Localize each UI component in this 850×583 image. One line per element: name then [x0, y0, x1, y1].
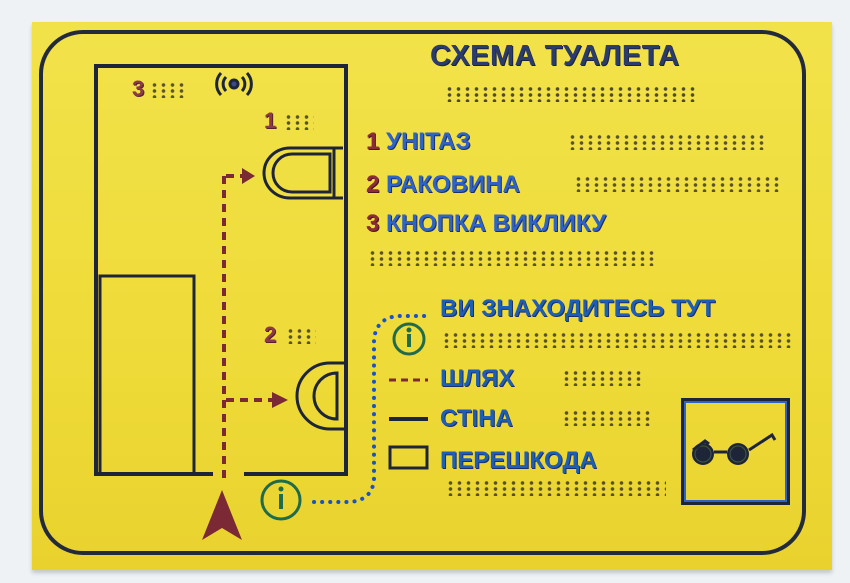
braille-title [445, 86, 695, 102]
toilet-icon [262, 146, 343, 200]
toilet-number: 1 [264, 108, 277, 133]
glasses-pictogram [681, 398, 790, 505]
braille-map-2 [286, 328, 316, 344]
braille-toilet [568, 134, 768, 150]
call-button-icon [215, 71, 253, 97]
legend-info-icon [392, 322, 426, 356]
item-number: 3 [366, 210, 380, 237]
braille-obstacle [446, 480, 666, 496]
path-dashed [222, 174, 274, 482]
sign-border [39, 30, 806, 555]
legend-you-are-here: ВИ ЗНАХОДИТЕСЬ ТУТ [440, 295, 716, 322]
legend-rect-icon [388, 445, 429, 470]
item-number: 2 [366, 171, 380, 198]
braille-map-1 [284, 114, 314, 130]
arrow-toilet-icon [242, 168, 255, 184]
legend-wall: СТІНА [440, 405, 513, 432]
call-button-number: 3 [132, 76, 145, 101]
you-are-here-icon [260, 479, 302, 521]
item-label: РАКОВИНА [386, 171, 520, 198]
item-toilet: 1 УНІТАЗ [366, 128, 470, 156]
entrance-arrow-icon [202, 490, 242, 540]
braille-wall [562, 410, 652, 426]
tactile-sign-plate [32, 22, 832, 570]
legend-obstacle: ПЕРЕШКОДА [440, 447, 597, 474]
glasses-icon [692, 432, 777, 465]
legend-path: ШЛЯХ [440, 365, 515, 392]
braille-call-button [368, 250, 658, 266]
sink-number: 2 [264, 322, 277, 347]
item-sink: 2 РАКОВИНА [366, 171, 520, 199]
braille-map-3 [150, 82, 186, 98]
braille-path [562, 370, 642, 386]
item-label: КНОПКА ВИКЛИКУ [386, 210, 607, 237]
item-number: 1 [366, 128, 380, 155]
braille-you-are-here [442, 332, 792, 348]
item-call-button: 3 КНОПКА ВИКЛИКУ [366, 210, 606, 238]
sign-title: СХЕМА ТУАЛЕТА [430, 40, 680, 72]
sink-icon [295, 361, 344, 431]
braille-sink [574, 176, 779, 192]
arrow-sink-icon [272, 392, 288, 408]
obstacle-rect [98, 274, 196, 476]
item-label: УНІТАЗ [386, 128, 471, 155]
